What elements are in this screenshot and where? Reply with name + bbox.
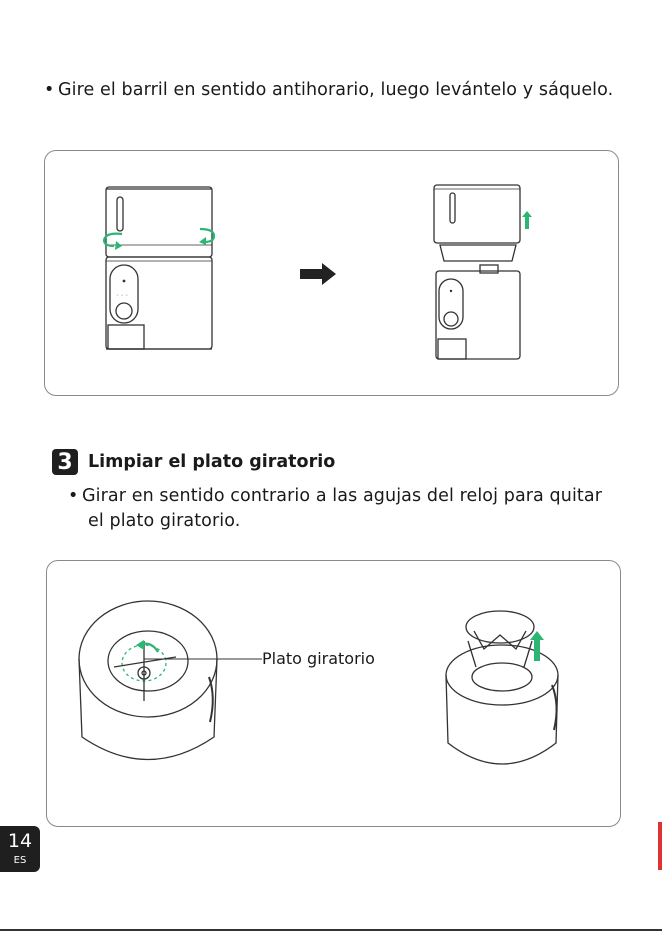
feeder-illustration-separated [430, 183, 530, 363]
bottom-rule [0, 929, 662, 931]
rotate-left-arrow-icon [100, 230, 126, 250]
step-heading: 3 Limpiar el plato giratorio [52, 449, 335, 475]
bullet-dot: • [68, 484, 82, 508]
page-number: 14 [0, 826, 40, 854]
instruction-barrel-text: Gire el barril en sentido antihorario, l… [58, 80, 613, 100]
bullet-dot: • [44, 78, 58, 102]
callout-line [144, 658, 262, 660]
turntable-callout-label: Plato giratorio [262, 649, 375, 668]
page-number-tab: 14 ES [0, 826, 40, 872]
lift-turntable-arrow-icon [530, 631, 544, 661]
step-number-badge: 3 [52, 449, 78, 475]
instruction-turntable: •Girar en sentido contrario a las agujas… [68, 484, 602, 508]
lift-up-arrow-icon [522, 211, 532, 229]
instruction-turntable-cont: el plato giratorio. [88, 509, 240, 533]
step-title: Limpiar el plato giratorio [88, 452, 335, 472]
base-illustration [74, 597, 224, 772]
svg-text:◦ ◦ ◦: ◦ ◦ ◦ [116, 293, 128, 299]
page-language: ES [0, 854, 40, 868]
instruction-turntable-line1: Girar en sentido contrario a las agujas … [82, 486, 602, 506]
edge-marker [658, 822, 662, 870]
base-turntable-lifted-illustration [440, 605, 565, 775]
instruction-barrel: •Gire el barril en sentido antihorario, … [44, 78, 613, 102]
rotate-right-arrow-icon [196, 227, 218, 245]
counterclockwise-arrow-icon [136, 640, 160, 654]
instruction-turntable-line2: el plato giratorio. [88, 511, 240, 531]
feeder-illustration-assembled: ◦ ◦ ◦ [100, 185, 220, 355]
next-arrow-icon [300, 263, 336, 285]
